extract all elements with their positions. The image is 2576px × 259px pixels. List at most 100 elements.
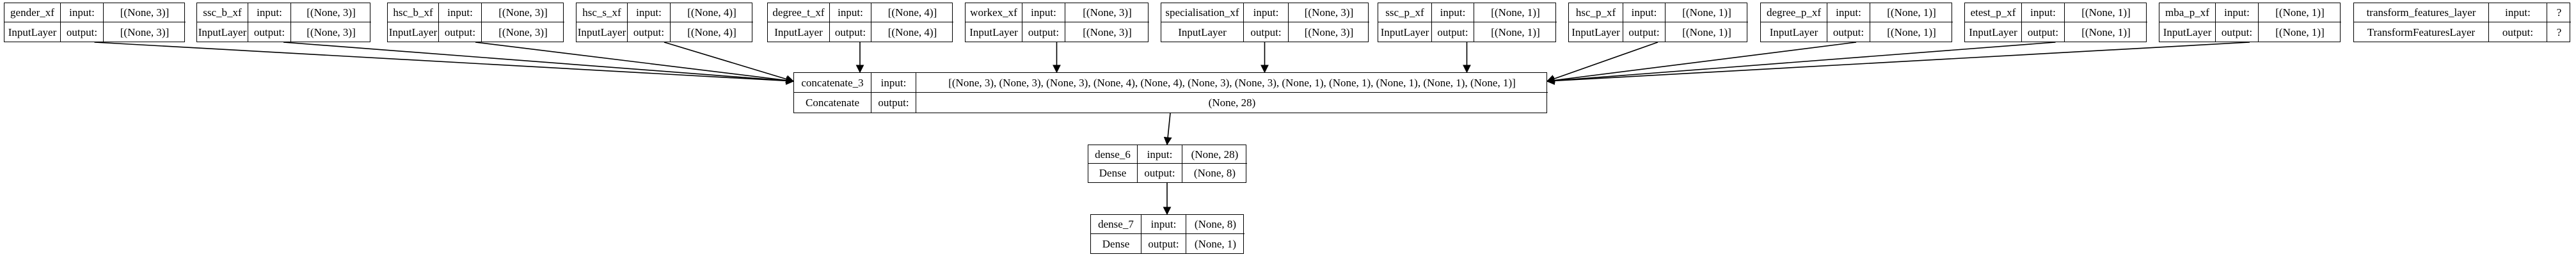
edge-gender-xf-to-concatenate-3 bbox=[94, 42, 795, 85]
input-shape: [(None, 1)] bbox=[1474, 3, 1557, 22]
layer-class: InputLayer bbox=[1161, 22, 1244, 42]
layer-class: InputLayer bbox=[1569, 22, 1623, 42]
input-label: input: bbox=[2489, 3, 2547, 22]
input-shape: [(None, 3)] bbox=[1289, 3, 1369, 22]
layer-class: InputLayer bbox=[1965, 22, 2022, 42]
layer-class: Dense bbox=[1091, 234, 1141, 253]
layer-class: TransformFeaturesLayer bbox=[2354, 22, 2489, 42]
layer-class: InputLayer bbox=[768, 22, 830, 42]
input-label: input: bbox=[1623, 3, 1666, 22]
input-shape: ? bbox=[2547, 3, 2571, 22]
input-shape: [(None, 1)] bbox=[2259, 3, 2341, 22]
output-label: output: bbox=[248, 22, 291, 42]
layer-name: degree_p_xf bbox=[1761, 3, 1827, 22]
layer-name: dense_7 bbox=[1091, 215, 1141, 234]
layer-class: InputLayer bbox=[2159, 22, 2216, 42]
layer-name: transform_features_layer bbox=[2354, 3, 2489, 22]
output-shape: [(None, 3)] bbox=[120, 26, 170, 38]
output-shape: [(None, 3)] bbox=[498, 26, 548, 38]
layer-name: hsc_b_xf bbox=[388, 3, 439, 22]
layer-name: etest_p_xf bbox=[1965, 3, 2022, 22]
output-label: output: bbox=[1141, 234, 1186, 253]
input-shape: [(None, 4)] bbox=[671, 3, 753, 22]
input-label: input: bbox=[1138, 145, 1182, 164]
input-shape: [(None, 3), (None, 3), (None, 3), (None,… bbox=[916, 73, 1548, 93]
layer-class: InputLayer bbox=[4, 22, 61, 42]
input-shape: (None, 28) bbox=[1182, 145, 1247, 164]
layer-class: InputLayer bbox=[388, 22, 439, 42]
layer-name: ssc_p_xf bbox=[1378, 3, 1432, 22]
layer-name: degree_t_xf bbox=[768, 3, 830, 22]
output-label: output: bbox=[2489, 22, 2547, 42]
output-label: output: bbox=[871, 93, 916, 113]
input-shape: [(None, 3)] bbox=[104, 3, 186, 22]
input-label: input: bbox=[830, 3, 871, 22]
layer-name: concatenate_3 bbox=[794, 73, 871, 93]
output-shape: [(None, 3)] bbox=[306, 26, 356, 38]
output-shape: (None, 1) bbox=[1194, 237, 1237, 250]
output-label: output: bbox=[2022, 22, 2065, 42]
output-label: output: bbox=[61, 22, 104, 42]
input-shape: (None, 8) bbox=[1186, 215, 1244, 234]
input-shape: [(None, 1)] bbox=[2065, 3, 2147, 22]
output-label: output: bbox=[830, 22, 871, 42]
layer-name: hsc_p_xf bbox=[1569, 3, 1623, 22]
output-shape: ? bbox=[2556, 26, 2562, 38]
input-shape: [(None, 4)] bbox=[871, 3, 953, 22]
input-label: input: bbox=[248, 3, 291, 22]
input-shape: [(None, 3)] bbox=[291, 3, 371, 22]
output-shape: [(None, 1)] bbox=[2275, 26, 2325, 38]
input-label: input: bbox=[2022, 3, 2065, 22]
edge-hsc-s-xf-to-concatenate-3 bbox=[664, 42, 795, 83]
input-label: input: bbox=[1432, 3, 1474, 22]
edge-ssc-b-xf-to-concatenate-3 bbox=[283, 42, 795, 85]
layer-class: Concatenate bbox=[794, 93, 871, 113]
layer-class: InputLayer bbox=[1761, 22, 1827, 42]
output-shape: [(None, 1)] bbox=[1491, 26, 1540, 38]
layer-name: workex_xf bbox=[966, 3, 1022, 22]
output-shape: [(None, 1)] bbox=[1887, 26, 1936, 38]
layer-name: specialisation_xf bbox=[1161, 3, 1244, 22]
input-label: input: bbox=[1244, 3, 1289, 22]
output-shape: [(None, 1)] bbox=[2081, 26, 2131, 38]
output-shape: [(None, 4)] bbox=[687, 26, 736, 38]
layer-name: dense_6 bbox=[1088, 145, 1138, 164]
output-shape: [(None, 3)] bbox=[1304, 26, 1354, 38]
output-shape: [(None, 1)] bbox=[1682, 26, 1731, 38]
output-shape: [(None, 4)] bbox=[887, 26, 937, 38]
input-label: input: bbox=[2216, 3, 2259, 22]
output-label: output: bbox=[628, 22, 671, 42]
layer-class: InputLayer bbox=[966, 22, 1022, 42]
edge-hsc-p-xf-to-concatenate-3 bbox=[1546, 42, 1658, 83]
layer-class: InputLayer bbox=[576, 22, 628, 42]
layer-name: ssc_b_xf bbox=[197, 3, 248, 22]
edge-etest-p-xf-to-concatenate-3 bbox=[1546, 42, 2056, 85]
edge-degree-p-xf-to-concatenate-3 bbox=[1546, 42, 1857, 84]
input-label: input: bbox=[61, 3, 104, 22]
output-label: output: bbox=[1138, 164, 1182, 182]
input-shape: [(None, 1)] bbox=[1870, 3, 1953, 22]
output-label: output: bbox=[2216, 22, 2259, 42]
input-label: input: bbox=[628, 3, 671, 22]
layer-name: hsc_s_xf bbox=[576, 3, 628, 22]
input-label: input: bbox=[1827, 3, 1870, 22]
input-label: input: bbox=[439, 3, 482, 22]
edge-mba-p-xf-to-concatenate-3 bbox=[1546, 42, 2250, 85]
input-shape: [(None, 3)] bbox=[482, 3, 564, 22]
input-label: input: bbox=[1022, 3, 1065, 22]
